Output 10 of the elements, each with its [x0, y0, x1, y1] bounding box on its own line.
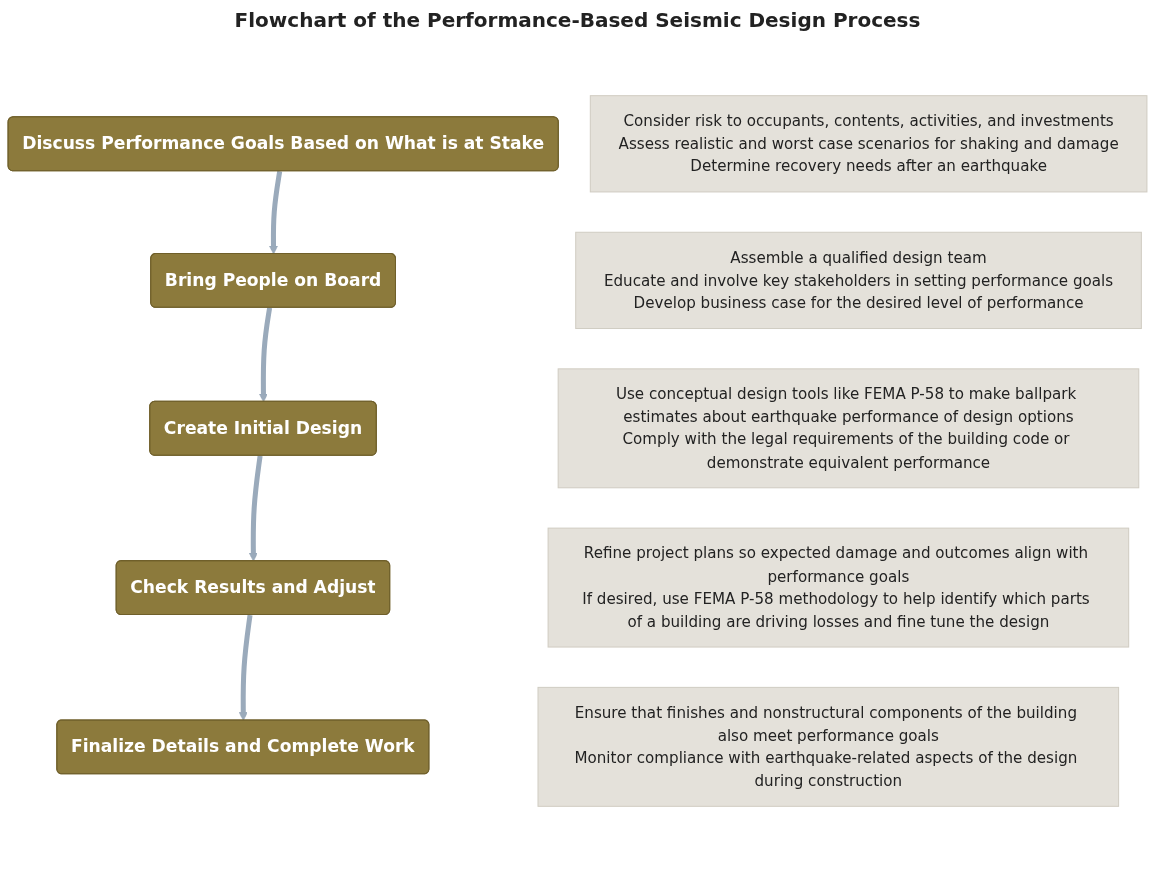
node-box: Assemble a qualified design team Educate and involve key stakeholders in setting performance goals Develop business case for the desired level of performance	[575, 231, 1142, 330]
arrow	[259, 307, 273, 403]
diagram-title: Flowchart of the Performance-Based Seismic Design Process	[233, 8, 922, 32]
arrow	[238, 614, 253, 721]
node-box: Refine project plans so expected damage and outcomes align with performance goals If desired, use FEMA P-58 methodology to help identify which parts of a building are driving losses and fine tune the design	[547, 527, 1130, 648]
node-box: Consider risk to occupants, contents, activities, and investments Assess realistic and worst case scenarios for shaking and damage Determine recovery needs after an earthquake	[589, 95, 1148, 193]
arrow	[248, 455, 263, 562]
node-box: Ensure that finishes and nonstructural components of the building also meet performance goals Monitor compliance with earthquake-related aspects of the design during construction	[537, 686, 1120, 807]
node-box: Use conceptual design tools like FEMA P-58 to make ballpark estimates about earthquake performance of design options Comply with the legal requirements of the building code or demonstrate equivalent performance	[557, 368, 1140, 489]
arrow	[269, 170, 283, 255]
